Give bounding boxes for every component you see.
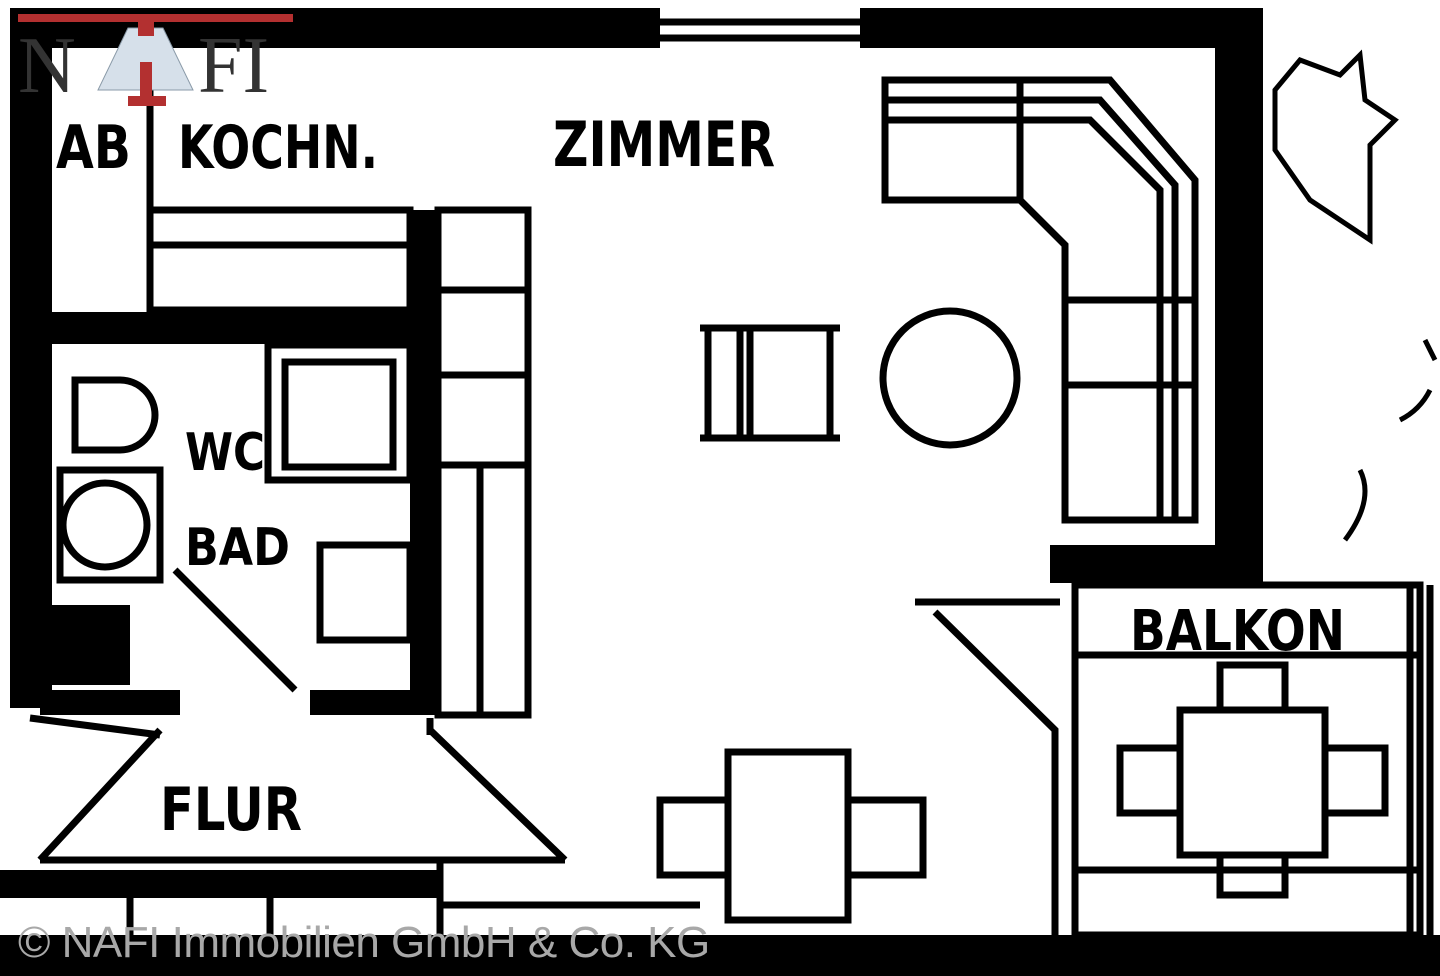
label-hallway: FLUR bbox=[160, 775, 302, 845]
left-wall bbox=[10, 8, 52, 708]
bath-wall-vertical bbox=[410, 210, 438, 715]
nafi-logo: N FI bbox=[18, 14, 293, 110]
stove bbox=[52, 605, 130, 685]
label-balcony: BALKON bbox=[1130, 599, 1345, 664]
kitchen-wall bbox=[50, 312, 435, 344]
room-labels: AB KOCHN. ZIMMER WC BAD FLUR BALKON bbox=[56, 108, 1345, 845]
right-wall bbox=[1215, 8, 1263, 583]
copyright-watermark: © NAFI Immobilien GmbH & Co. KG bbox=[18, 918, 710, 967]
fixtures bbox=[29, 18, 1438, 939]
label-kitchenette: KOCHN. bbox=[178, 113, 378, 183]
label-wc: WC bbox=[185, 423, 265, 483]
label-living-room: ZIMMER bbox=[553, 108, 775, 181]
balcony-wall bbox=[1050, 545, 1263, 583]
bath-wall-bottom2 bbox=[310, 690, 438, 715]
bath-wall-bottom bbox=[40, 690, 180, 715]
svg-text:N: N bbox=[18, 22, 76, 110]
walls bbox=[0, 8, 1440, 976]
svg-text:FI: FI bbox=[198, 22, 269, 110]
bottom-wall-left bbox=[0, 870, 440, 898]
label-bath: BAD bbox=[185, 518, 290, 578]
label-ab: AB bbox=[56, 113, 131, 183]
top-wall-right bbox=[860, 8, 1260, 48]
bottom-wall bbox=[0, 935, 1440, 976]
